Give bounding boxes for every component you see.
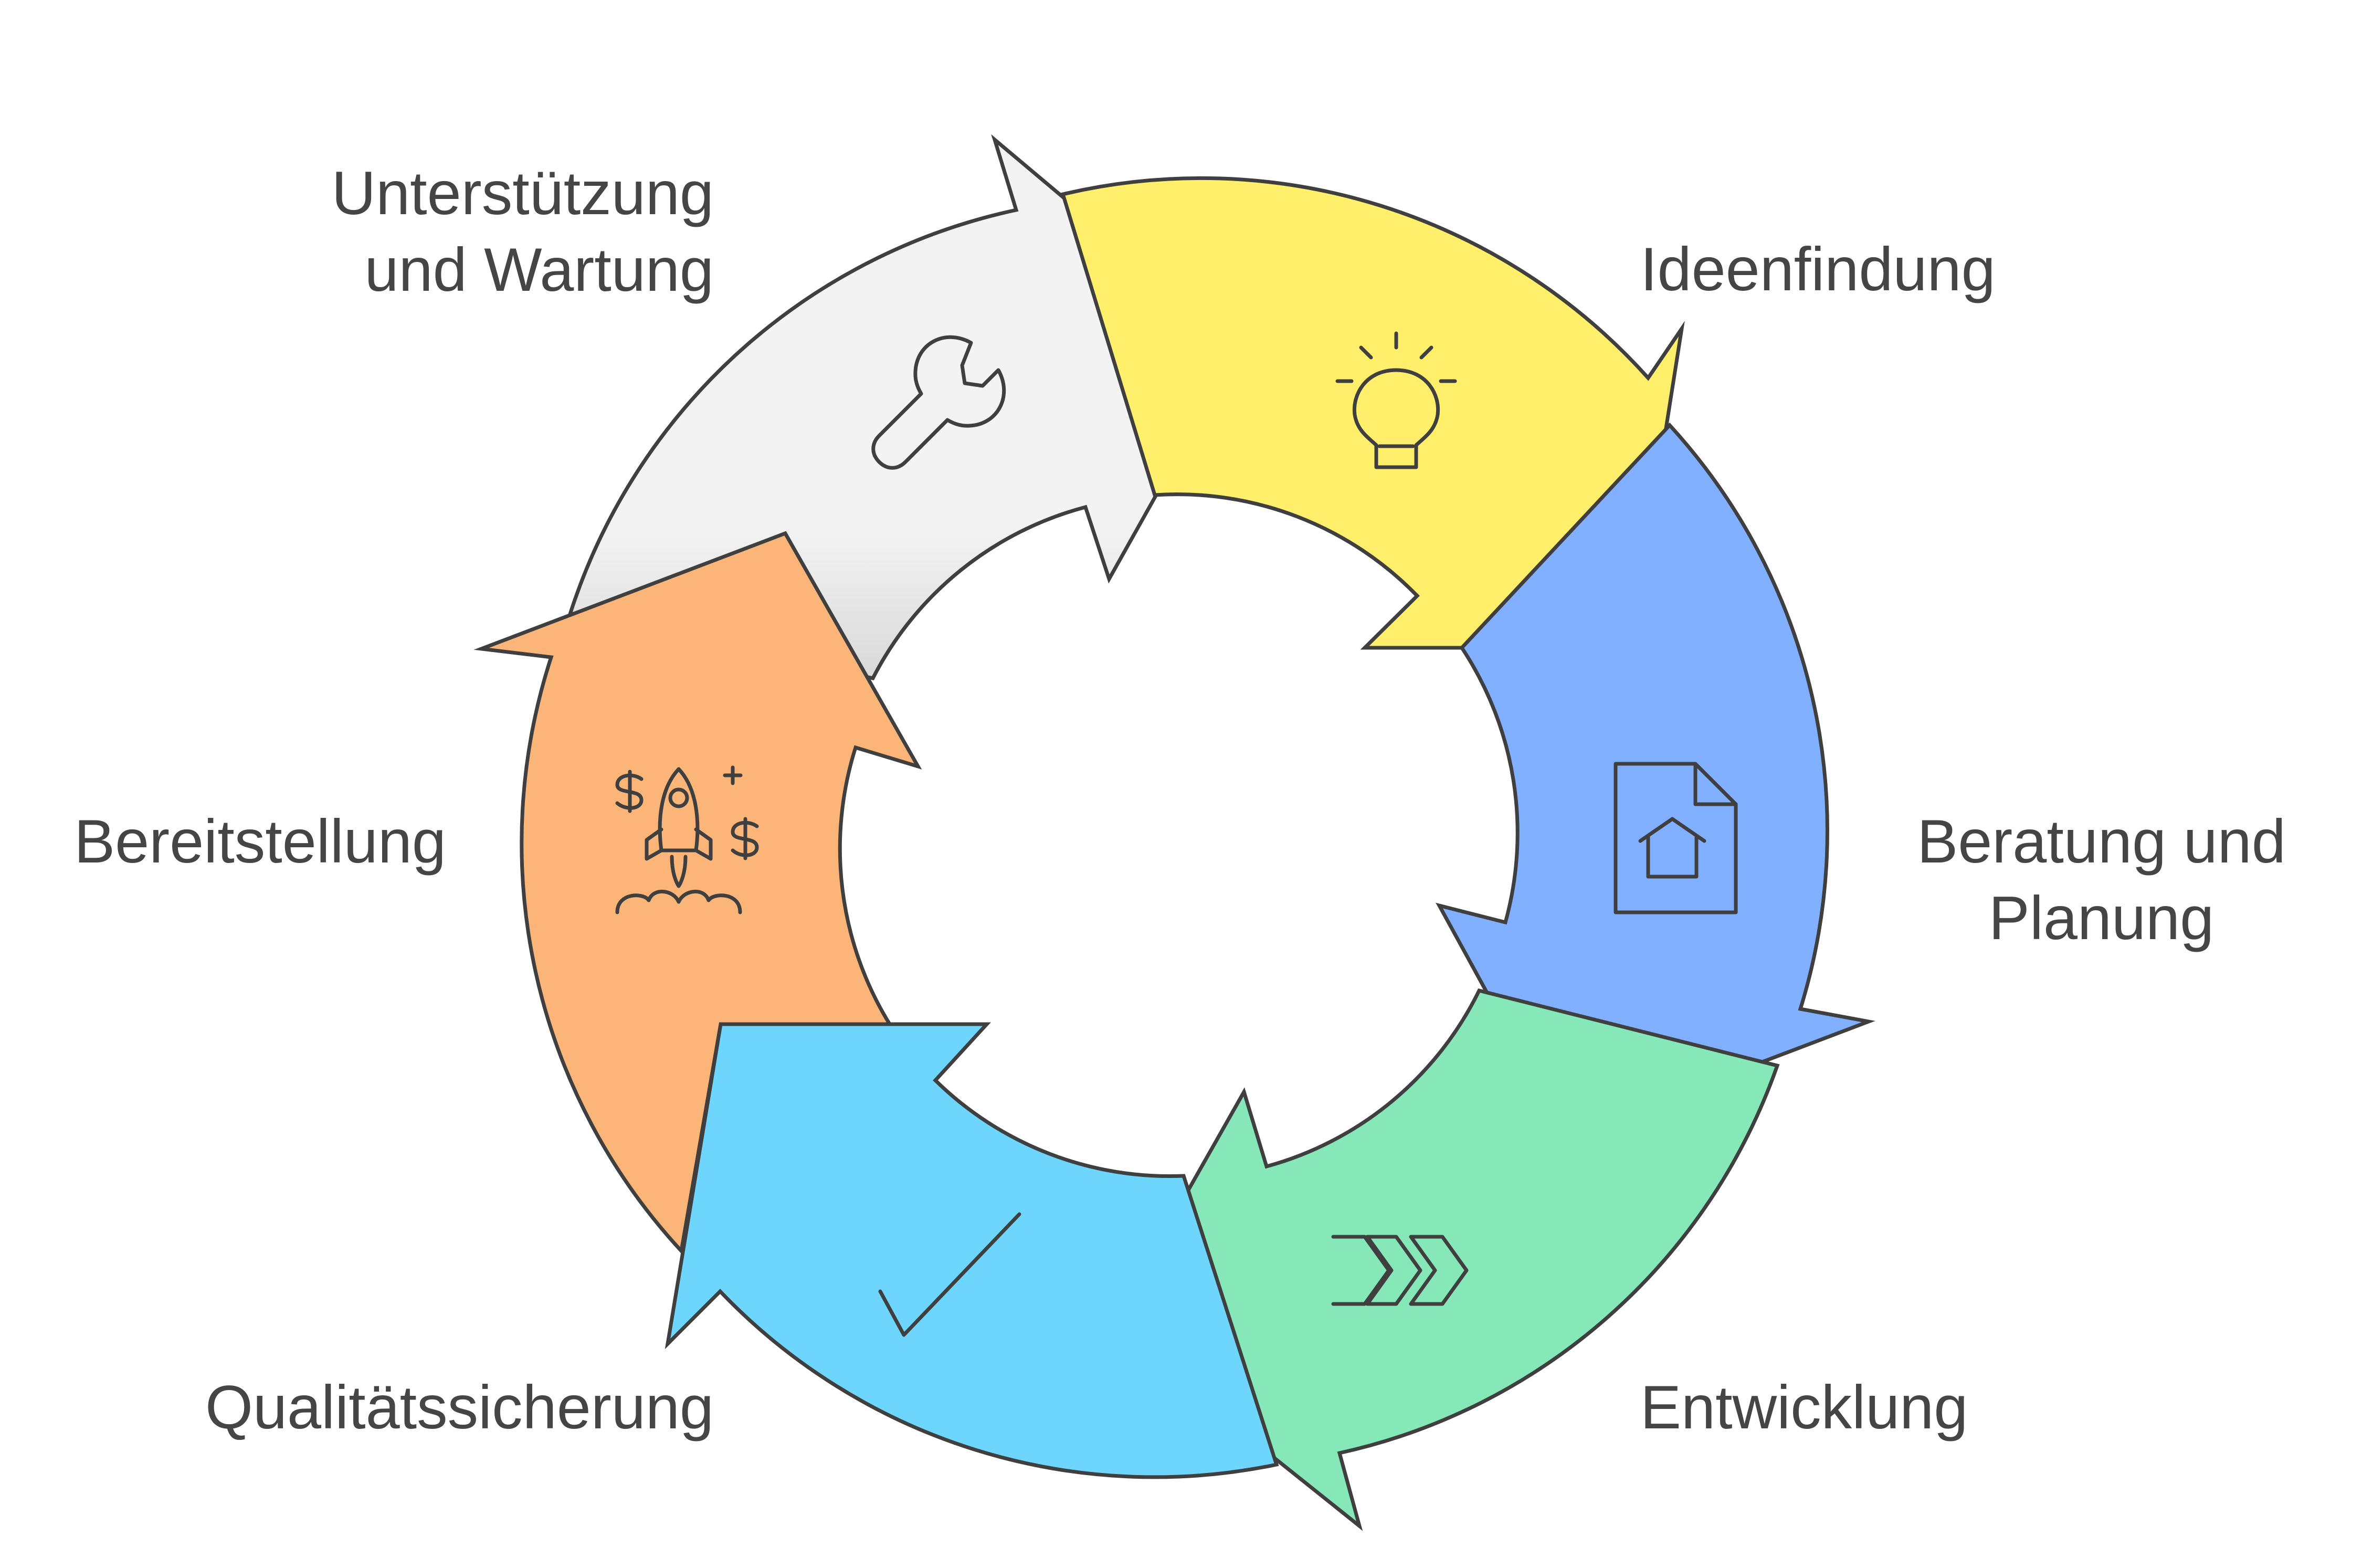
label-line: Planung [1988, 883, 2215, 952]
label-entwicklung: Entwicklung [1640, 1369, 1968, 1446]
checkmark-icon [878, 1212, 1021, 1337]
lightbulb-icon [1335, 331, 1457, 469]
segment-beratung-und-planung [1436, 422, 1875, 1139]
label-line: Qualitätssicherung [205, 1373, 714, 1441]
label-line: Ideenfindung [1640, 235, 1996, 303]
label-ideenfindung: Ideenfindung [1640, 231, 1996, 308]
label-qualitaetssicherung: Qualitätssicherung [173, 1369, 714, 1446]
label-line: Bereitstellung [74, 807, 446, 876]
label-line: Beratung und [1917, 807, 2286, 876]
segment-qualitaetssicherung [665, 1022, 1279, 1479]
double-chevron-right-icon [1331, 1235, 1469, 1306]
segment-ideenfindung [1060, 176, 1685, 650]
label-unterstuetzung-und-wartung: Unterstützung und Wartung [262, 155, 714, 308]
label-line: Entwicklung [1640, 1373, 1968, 1441]
label-line: und Wartung [364, 235, 714, 304]
wrench-icon [871, 335, 1006, 470]
label-bereitstellung: Bereitstellung [31, 803, 446, 880]
rocket-icon [615, 765, 759, 914]
document-home-icon [1614, 762, 1738, 914]
label-line: Unterstützung [331, 159, 714, 227]
segment-entwicklung [1108, 988, 1780, 1531]
label-beratung-und-planung: Beratung und Planung [1900, 803, 2303, 956]
